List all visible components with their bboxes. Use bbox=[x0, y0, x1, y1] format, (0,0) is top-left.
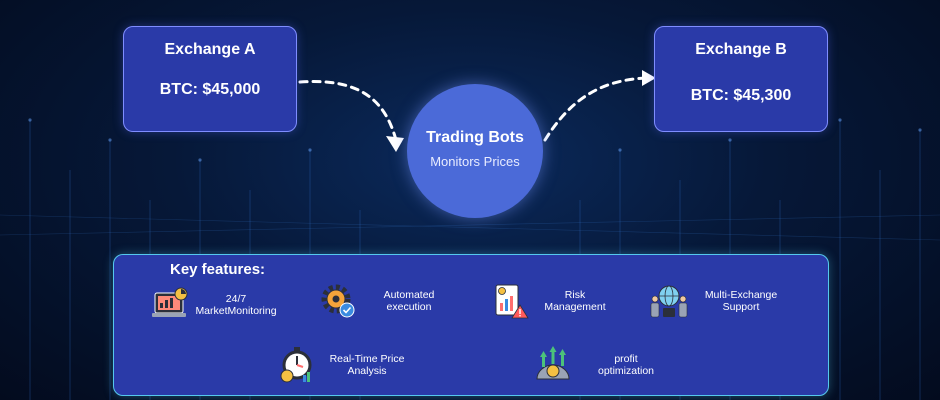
trading-bots-circle: Trading Bots Monitors Prices bbox=[407, 84, 543, 218]
stopwatch-coin-icon bbox=[280, 347, 312, 383]
trading-bots-subtitle: Monitors Prices bbox=[430, 154, 520, 169]
exchange-b-price: BTC: $45,300 bbox=[690, 87, 792, 104]
arrow-a-to-bot bbox=[298, 80, 398, 142]
exchange-a-title: Exchange A bbox=[164, 41, 256, 58]
report-warning-icon bbox=[495, 284, 529, 319]
arrow-head-b bbox=[642, 70, 656, 86]
key-features-panel: Key features: 24/7 MarketMonitoring Aut bbox=[113, 254, 829, 396]
gear-check-icon bbox=[321, 284, 355, 318]
globe-people-icon bbox=[650, 285, 688, 318]
feature-label: 24/7 MarketMonitoring bbox=[195, 293, 277, 317]
feature-label: Multi-Exchange Support bbox=[704, 289, 778, 313]
feature-label: Real-Time Price Analysis bbox=[329, 353, 405, 377]
gear-growth-icon bbox=[536, 346, 570, 380]
key-features-title: Key features: bbox=[170, 261, 266, 278]
exchange-a-box: Exchange A BTC: $45,000 bbox=[123, 26, 297, 132]
exchange-a-price: BTC: $45,000 bbox=[159, 81, 261, 98]
feature-label: Automated execution bbox=[383, 289, 435, 313]
arrow-bot-to-b bbox=[543, 76, 648, 142]
feature-label: profit optimization bbox=[597, 353, 655, 377]
trading-bots-title: Trading Bots bbox=[426, 129, 524, 146]
feature-label: Risk Management bbox=[544, 289, 606, 313]
exchange-b-title: Exchange B bbox=[695, 41, 787, 58]
laptop-chart-icon bbox=[152, 287, 188, 317]
exchange-b-box: Exchange B BTC: $45,300 bbox=[654, 26, 828, 132]
arrow-head-bot bbox=[386, 136, 404, 152]
